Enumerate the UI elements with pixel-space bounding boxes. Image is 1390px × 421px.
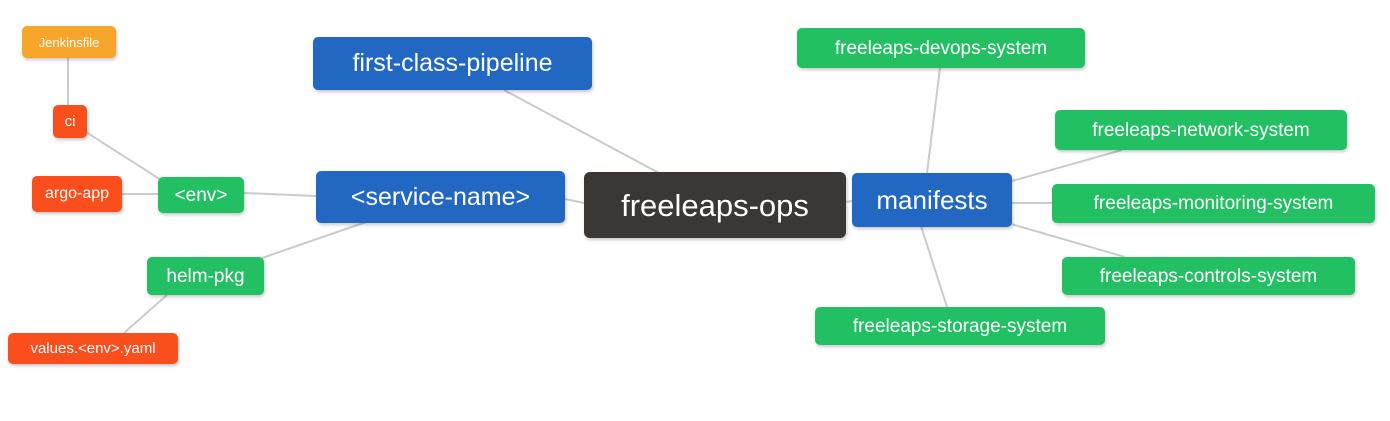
edge-manifests-to-freeleaps-storage-system [920, 225, 948, 308]
edge-values-env-yaml-to-helm-pkg [123, 294, 168, 334]
edge-service-name-to-freeleaps-ops [564, 198, 585, 204]
node-service-name[interactable]: <service-name> [316, 171, 565, 223]
node-first-class-pipeline[interactable]: first-class-pipeline [313, 37, 592, 90]
edge-freeleaps-ops-to-manifests [845, 200, 853, 203]
node-freeleaps-monitoring-system[interactable]: freeleaps-monitoring-system [1052, 184, 1375, 223]
node-jenkinsfile[interactable]: Jenkinsfile [22, 26, 116, 58]
node-ci[interactable]: ci [53, 105, 87, 138]
edge-manifests-to-freeleaps-devops-system [926, 67, 941, 174]
node-freeleaps-network-system[interactable]: freeleaps-network-system [1055, 110, 1347, 150]
node-helm-pkg[interactable]: helm-pkg [147, 257, 264, 295]
edge-manifests-to-freeleaps-controls-system [1010, 223, 1126, 258]
node-freeleaps-devops-system[interactable]: freeleaps-devops-system [797, 28, 1085, 68]
node-values-env-yaml[interactable]: values.<env>.yaml [8, 333, 178, 364]
node-freeleaps-ops[interactable]: freeleaps-ops [584, 172, 846, 238]
node-freeleaps-controls-system[interactable]: freeleaps-controls-system [1062, 257, 1355, 295]
edge-manifests-to-freeleaps-network-system [1011, 149, 1123, 182]
edge-first-class-pipeline-to-freeleaps-ops [503, 89, 660, 174]
node-argo-app[interactable]: argo-app [32, 176, 122, 212]
edge-ci-to-env [85, 131, 162, 181]
edge-helm-pkg-to-service-name [261, 221, 367, 259]
node-manifests[interactable]: manifests [852, 173, 1012, 227]
node-env[interactable]: <env> [158, 177, 244, 213]
edge-env-to-service-name [243, 192, 317, 197]
node-freeleaps-storage-system[interactable]: freeleaps-storage-system [815, 307, 1105, 345]
